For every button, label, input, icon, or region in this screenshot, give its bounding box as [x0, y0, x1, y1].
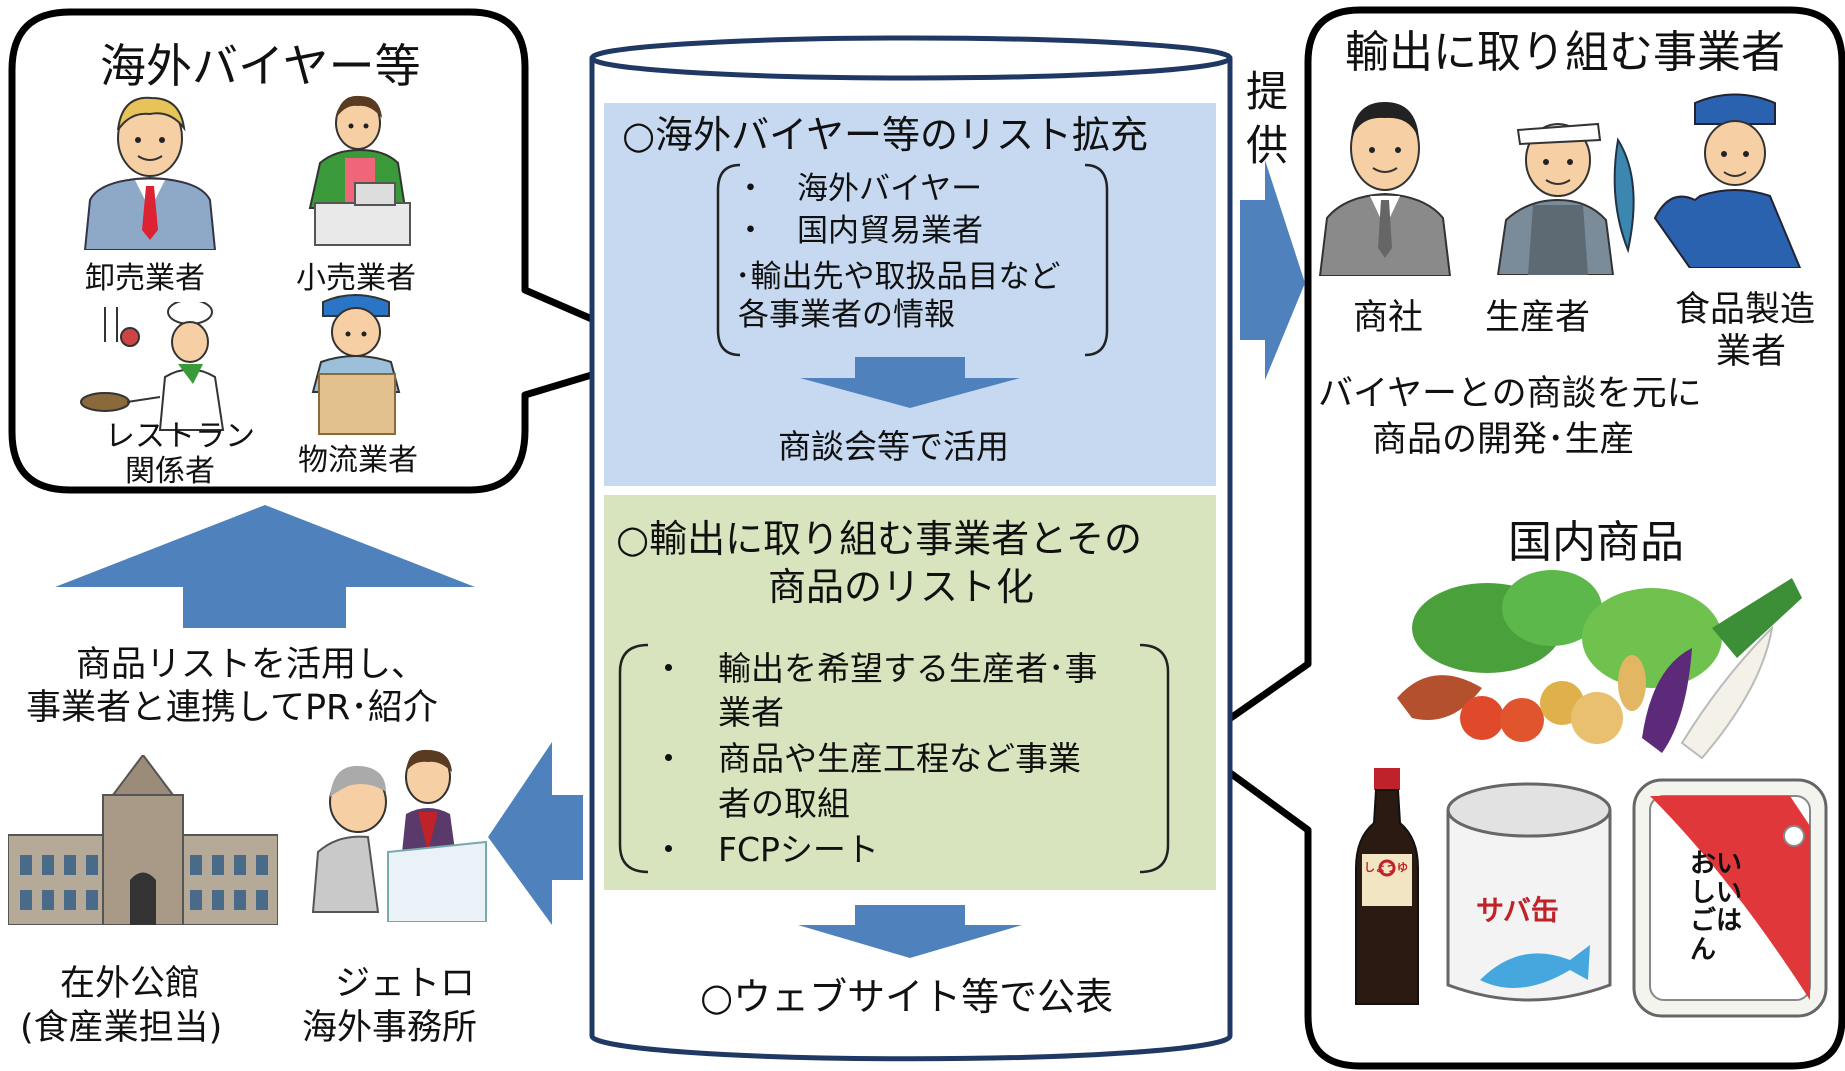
list1-item-3: ･輸出先や取扱品目など: [735, 259, 1061, 295]
list2-item-5: ・ FCPシート: [652, 830, 879, 869]
wholesaler-label: 卸売業者: [85, 261, 205, 296]
saba-can-illustration: [1446, 782, 1612, 1002]
bracket-left-2: [618, 643, 649, 874]
list1-item-1: ・ 海外バイヤー: [735, 171, 983, 207]
exporter-list-panel: [604, 495, 1216, 890]
logistics-illustration: [311, 294, 401, 435]
list2-item-3: ・ 商品や生産工程など事業: [652, 739, 1081, 778]
overseas-desc-line1: 商品リストを活用し、: [76, 645, 427, 685]
producer-illustration: [1496, 122, 1635, 275]
manufacturer-illustration: [1653, 93, 1802, 268]
embassy-label-line1: 在外公館: [60, 964, 201, 1004]
exporters-desc-line2: 商品の開発･生産: [1372, 420, 1635, 460]
down-arrow-2: [798, 905, 1022, 958]
overseas-arrow: [488, 742, 583, 925]
list1-title: ○海外バイヤー等のリスト拡充: [622, 113, 1149, 157]
restaurant-label-line2: 関係者: [125, 454, 215, 489]
provide-label-1: 提: [1246, 67, 1289, 116]
jetro-label-line1: ジェトロ: [335, 964, 476, 1004]
publish-label: ○ウェブサイト等で公表: [700, 975, 1114, 1019]
down-arrow-1: [800, 357, 1020, 408]
list1-item-4: 各事業者の情報: [738, 297, 955, 333]
saba-can-label: サバ缶: [1476, 894, 1559, 927]
buyers-title: 海外バイヤー等: [100, 39, 421, 93]
list2-title-line2: 商品のリスト化: [768, 565, 1035, 609]
restaurant-label-line1: レストラン: [105, 419, 255, 454]
wholesaler-illustration: [83, 96, 217, 250]
soy-sauce-label: しょうゆ: [1364, 861, 1408, 874]
bracket-right-1: [1084, 163, 1109, 357]
logistics-label: 物流業者: [298, 443, 418, 478]
producer-label: 生産者: [1485, 298, 1591, 338]
provide-arrow: [1240, 160, 1305, 380]
bracket-right-2: [1139, 643, 1170, 874]
list1-use-label: 商談会等で活用: [778, 427, 1009, 466]
manufacturer-label-line2: 業者: [1716, 332, 1787, 372]
rice-package-illustration: [1632, 778, 1828, 1018]
up-arrow: [55, 505, 475, 628]
trading-company-illustration: [1318, 102, 1452, 276]
products-title: 国内商品: [1508, 517, 1684, 568]
embassy-label-line2: (食産業担当): [20, 1008, 223, 1048]
list2-item-4: 者の取組: [652, 784, 850, 823]
list2-item-1: ・ 輸出を希望する生産者･事: [652, 649, 1098, 688]
manufacturer-label-line1: 食品製造: [1675, 290, 1816, 330]
jetro-office-illustration: [311, 749, 487, 922]
exporters-title: 輸出に取り組む事業者: [1345, 27, 1785, 78]
retailer-illustration: [308, 95, 411, 246]
trading-company-label: 商社: [1353, 298, 1424, 338]
list1-item-2: ・ 国内貿易業者: [735, 213, 983, 249]
bracket-left-1: [716, 163, 741, 357]
provide-label-2: 供: [1246, 121, 1289, 170]
overseas-desc-line2: 事業者と連携してPR･紹介: [26, 688, 438, 728]
list2-title-line1: ○輸出に取り組む事業者とその: [616, 517, 1143, 561]
exporters-desc-line1: バイヤーとの商談を元に: [1318, 374, 1702, 414]
jetro-label-line2: 海外事務所: [302, 1008, 478, 1048]
buyer-list-panel: [604, 103, 1216, 486]
retailer-label: 小売業者: [296, 261, 416, 296]
soy-sauce-illustration: [1355, 768, 1419, 1005]
vegetables-illustration: [1397, 570, 1802, 760]
rice-package-label: おいしいごはん: [1690, 849, 1743, 965]
restaurant-illustration: [80, 302, 225, 431]
list2-item-2: 業者: [652, 693, 784, 732]
embassy-illustration: [8, 755, 278, 925]
